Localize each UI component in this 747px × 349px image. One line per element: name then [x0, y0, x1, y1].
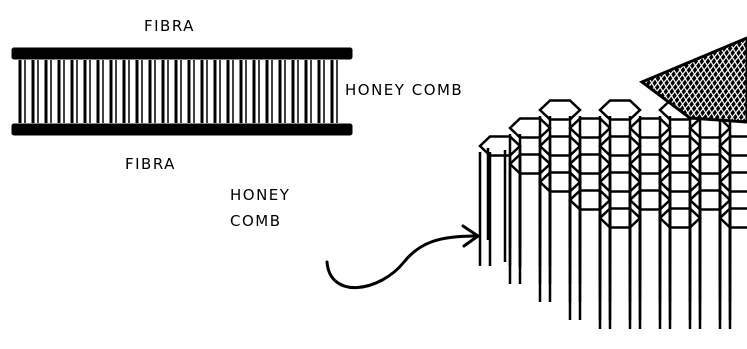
honeycomb-cell: [718, 135, 747, 157]
honeycomb-cell: [568, 153, 612, 175]
honeycomb-cell: [658, 207, 702, 229]
honeycomb-cell: [658, 171, 702, 193]
honeycomb-cell: [628, 189, 672, 211]
fiber-mesh-sheet-icon: [639, 36, 747, 124]
honeycomb-cell: [628, 153, 672, 175]
sandwich-panel-cross-section-icon: [11, 47, 353, 136]
mesh-line: [703, 38, 747, 122]
honeycomb-cell: [568, 117, 612, 139]
mesh-line: [727, 38, 747, 122]
mesh-line: [685, 38, 747, 122]
honeycomb-core-3d-icon: [478, 99, 747, 329]
fibra-bottom-label: FIBRA: [125, 155, 176, 173]
mesh-line: [673, 38, 747, 122]
mesh-line: [733, 38, 747, 122]
honeycomb-pointer-label-line1: HONEY: [230, 186, 290, 204]
honeycomb-cell: [598, 99, 642, 121]
honeycomb-cell: [598, 171, 642, 193]
mesh-line: [697, 38, 747, 122]
honeycomb-core-walls: [18, 60, 338, 123]
mesh-line: [715, 38, 747, 122]
honeycomb-cell: [478, 135, 522, 157]
honeycomb-side-label: HONEY COMB: [345, 81, 463, 99]
mesh-line: [721, 38, 747, 122]
honeycomb-cell: [538, 135, 582, 157]
mesh-line: [727, 38, 747, 122]
honeycomb-cell: [688, 153, 732, 175]
top-fiber-skin: [11, 47, 353, 60]
honeycomb-cell: [508, 117, 552, 139]
honeycomb-cell-walls: [478, 116, 732, 329]
honeycomb-cell: [598, 135, 642, 157]
honeycomb-cell: [598, 207, 642, 229]
mesh-line: [691, 38, 747, 122]
honeycomb-cell: [538, 99, 582, 121]
mesh-line: [709, 38, 747, 122]
curved-arrow-icon: [325, 224, 481, 289]
honeycomb-cell: [718, 171, 747, 193]
honeycomb-cell: [568, 189, 612, 211]
honeycomb-cell: [688, 189, 732, 211]
honeycomb-pointer-label-line2: COMB: [230, 212, 282, 230]
fibra-top-label: FIBRA: [144, 17, 195, 35]
bottom-fiber-skin: [11, 123, 353, 136]
mesh-line: [721, 38, 747, 122]
honeycomb-cell: [538, 171, 582, 193]
honeycomb-cell: [508, 153, 552, 175]
honeycomb-cell: [658, 135, 702, 157]
honeycomb-cell: [718, 207, 747, 229]
honeycomb-cell: [628, 117, 672, 139]
